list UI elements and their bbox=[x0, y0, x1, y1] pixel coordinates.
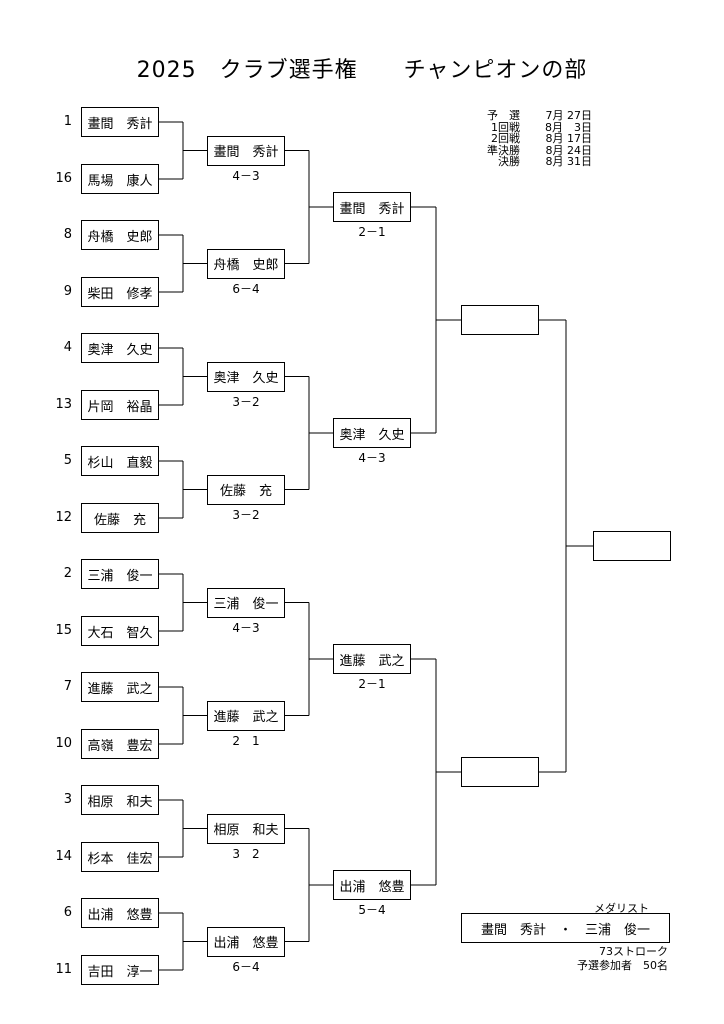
seed-number: 4 bbox=[63, 340, 72, 355]
seed-number: 12 bbox=[55, 510, 72, 525]
seed-number: 11 bbox=[55, 962, 72, 977]
player-box: 三浦 俊一 bbox=[81, 559, 159, 589]
player-box: 杉本 佳宏 bbox=[81, 842, 159, 872]
match-score: 3－2 bbox=[232, 507, 260, 522]
player-box: 柴田 修孝 bbox=[81, 277, 159, 307]
winner-box: 畫間 秀計 bbox=[207, 135, 285, 166]
match-score: 2－1 bbox=[358, 677, 386, 691]
seed-number: 15 bbox=[55, 623, 72, 638]
seed-number: 1 bbox=[63, 114, 72, 129]
schedule-round: 1回戦 bbox=[491, 120, 520, 134]
schedule-row: 予 選 7月 27日 bbox=[468, 110, 592, 122]
player-box: 大石 智久 bbox=[81, 616, 159, 646]
match-score: 3－2 bbox=[232, 394, 260, 409]
player-box: 畫間 秀計 bbox=[81, 107, 159, 137]
player-box: 片岡 裕晶 bbox=[81, 390, 159, 420]
match-score: 5－4 bbox=[358, 903, 386, 917]
match-score: 4－3 bbox=[232, 620, 260, 635]
medalist-label: メダリスト bbox=[594, 902, 649, 915]
match-score: 2 1 bbox=[232, 733, 260, 748]
match-score: 4－3 bbox=[358, 451, 386, 465]
winner-box: 奥津 久史 bbox=[207, 361, 285, 392]
seed-number: 6 bbox=[63, 905, 72, 920]
schedule-row: 準決勝 8月 24日 bbox=[468, 143, 593, 157]
winner-box: 進藤 武之 bbox=[207, 700, 285, 731]
winner-box: 出浦 悠豊 bbox=[333, 870, 411, 900]
schedule-round: 準決勝 bbox=[487, 143, 520, 157]
seed-number: 16 bbox=[55, 171, 72, 186]
schedule-date: 8月 17日 bbox=[545, 132, 593, 145]
winner-box: 畫間 秀計 bbox=[333, 192, 411, 222]
winner-box: 三浦 俊一 bbox=[207, 587, 285, 618]
schedule-round: 予 選 bbox=[487, 109, 520, 122]
match-score: 4－3 bbox=[232, 168, 260, 183]
winner-box: 佐藤 充 bbox=[207, 474, 285, 505]
seed-number: 13 bbox=[55, 397, 72, 412]
winner-box: 奥津 久史 bbox=[333, 418, 411, 448]
match-score: 3 2 bbox=[232, 846, 260, 861]
medalist-stroke: 73ストローク bbox=[599, 945, 668, 958]
seed-number: 14 bbox=[55, 849, 72, 864]
seed-number: 5 bbox=[63, 453, 72, 468]
player-box: 高嶺 豊宏 bbox=[81, 729, 159, 759]
winner-box: 出浦 悠豊 bbox=[207, 926, 285, 957]
schedule-row: 1回戦 8月 3日 bbox=[468, 120, 592, 134]
schedule-date: 8月 31日 bbox=[545, 155, 593, 168]
schedule-date: 8月 24日 bbox=[545, 143, 593, 157]
seed-number: 7 bbox=[63, 679, 72, 694]
player-box: 佐藤 充 bbox=[81, 503, 159, 533]
schedule-row: 2回戦 8月 17日 bbox=[468, 133, 592, 145]
winner-box: 舟橋 史郎 bbox=[207, 248, 285, 279]
semifinal-box bbox=[461, 757, 539, 787]
player-box: 杉山 直毅 bbox=[81, 446, 159, 476]
player-box: 吉田 淳一 bbox=[81, 955, 159, 985]
seed-number: 9 bbox=[63, 284, 72, 299]
match-score: 2－1 bbox=[358, 225, 386, 239]
winner-box: 進藤 武之 bbox=[333, 644, 411, 674]
player-box: 舟橋 史郎 bbox=[81, 220, 159, 250]
player-box: 相原 和夫 bbox=[81, 785, 159, 815]
champion-box bbox=[593, 531, 671, 561]
page-title: 2025 クラブ選手権 チャンピオンの部 bbox=[136, 58, 588, 83]
seed-number: 10 bbox=[55, 736, 72, 751]
medalist-box: 畫間 秀計 ・ 三浦 俊一 bbox=[461, 913, 670, 943]
seed-number: 2 bbox=[63, 566, 72, 581]
match-score: 6－4 bbox=[232, 959, 260, 974]
seed-number: 3 bbox=[63, 792, 72, 807]
player-box: 奥津 久史 bbox=[81, 333, 159, 363]
player-box: 出浦 悠豊 bbox=[81, 898, 159, 928]
winner-box: 相原 和夫 bbox=[207, 813, 285, 844]
schedule-round: 2回戦 bbox=[491, 132, 520, 145]
seed-number: 8 bbox=[63, 227, 72, 242]
schedule: 予 選 7月 27日 1回戦 8月 3日 2回戦 8月 17日 準決勝 8月 24日 決… bbox=[468, 110, 592, 168]
player-box: 馬場 康人 bbox=[81, 164, 159, 194]
schedule-date: 8月 3日 bbox=[545, 120, 592, 134]
schedule-round: 決勝 bbox=[498, 155, 520, 168]
match-score: 6－4 bbox=[232, 281, 260, 296]
semifinal-box bbox=[461, 305, 539, 335]
schedule-date: 7月 27日 bbox=[545, 109, 593, 122]
qualifier-participants: 予選参加者 50名 bbox=[577, 959, 668, 972]
player-box: 進藤 武之 bbox=[81, 672, 159, 702]
schedule-row: 決勝 8月 31日 bbox=[468, 156, 592, 168]
